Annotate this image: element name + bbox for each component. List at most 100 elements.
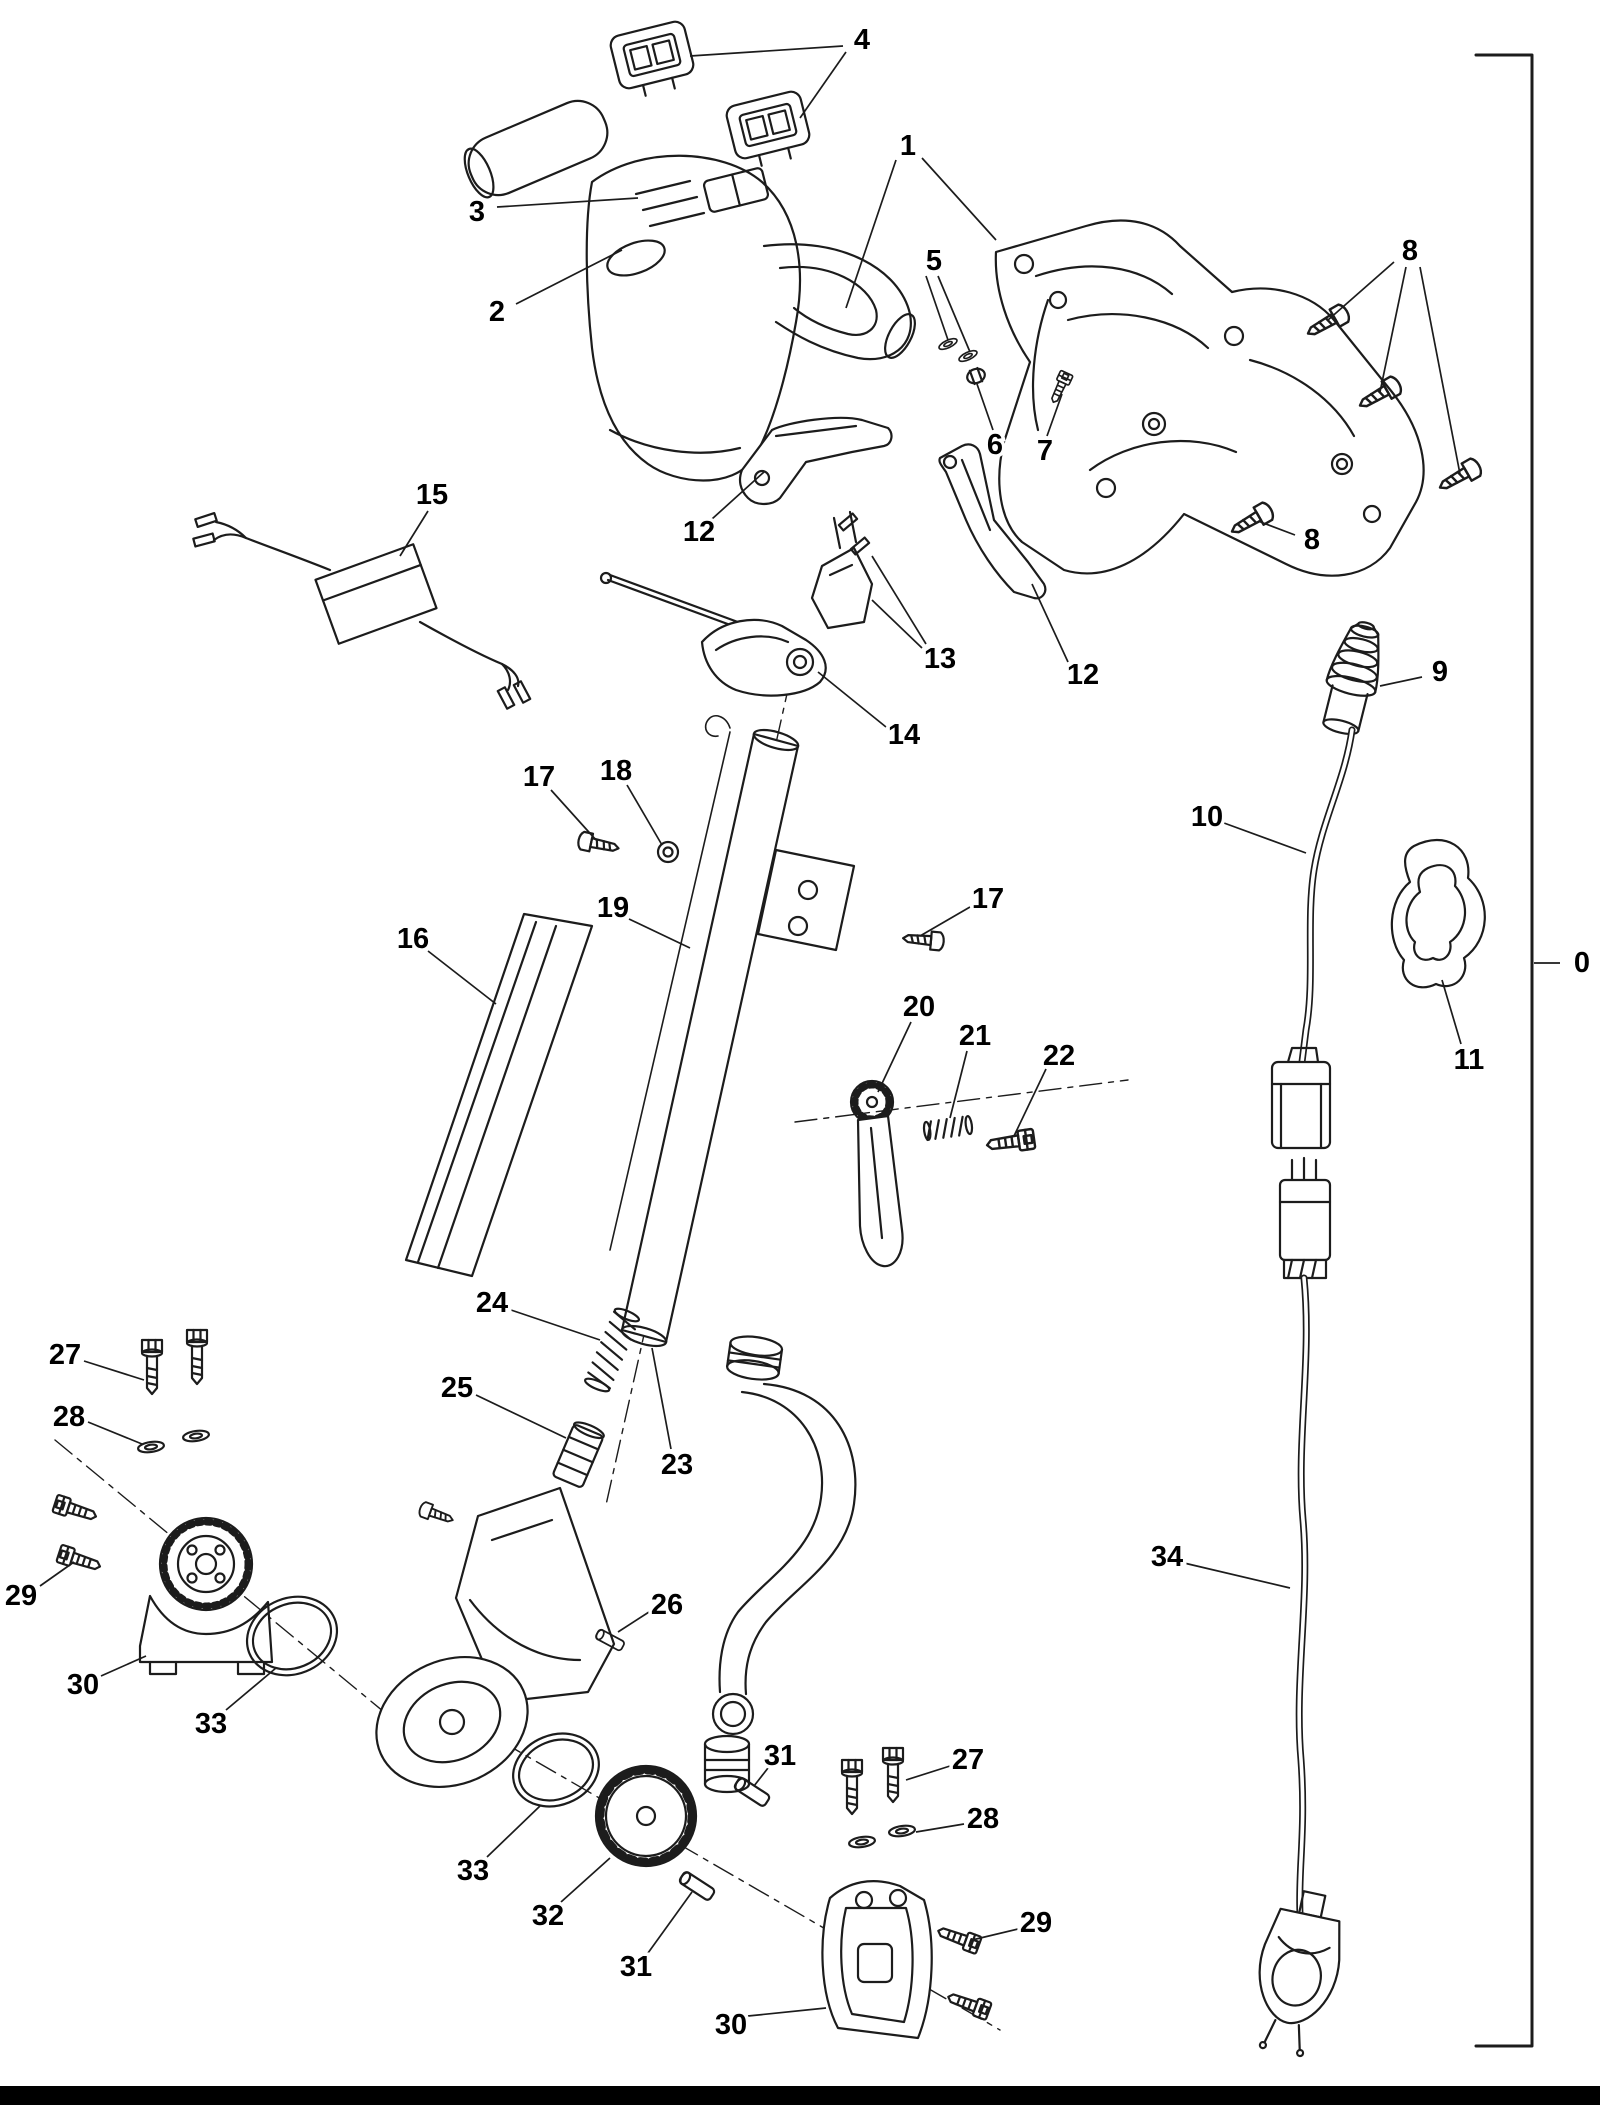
leader-line-5 — [937, 275, 971, 353]
part-24-spring — [583, 1307, 641, 1393]
part-23-lower-housing — [375, 1486, 616, 1789]
leader-line-4 — [799, 51, 847, 119]
callout-21: 21 — [959, 1020, 991, 1052]
leader-line-22 — [1013, 1068, 1047, 1137]
leader-line-4 — [689, 45, 844, 57]
leader-line-10 — [1223, 822, 1307, 854]
leader-line-24 — [510, 1309, 601, 1341]
part-10-cable — [1270, 726, 1356, 1150]
callout-7: 7 — [1037, 435, 1053, 467]
callout-0: 0 — [1574, 947, 1590, 979]
leader-line-7 — [1046, 393, 1063, 437]
part-6-nut — [966, 366, 986, 386]
callout-12: 12 — [683, 516, 715, 548]
leader-line-11 — [1441, 979, 1462, 1045]
callout-15: 15 — [416, 479, 448, 511]
callout-17: 17 — [972, 883, 1004, 915]
callout-24: 24 — [476, 1287, 508, 1319]
callout-23: 23 — [661, 1449, 693, 1481]
part-12-lever-left — [738, 416, 893, 506]
leader-line-23 — [651, 1347, 672, 1450]
leader-line-12 — [711, 471, 765, 520]
part-29-screw-1 — [51, 1493, 100, 1527]
leader-line-19 — [628, 918, 691, 949]
callout-33: 33 — [457, 1855, 489, 1887]
leader-line-25 — [475, 1394, 567, 1439]
callout-16: 16 — [397, 923, 429, 955]
callout-3: 3 — [469, 196, 485, 228]
part-9-boot — [1322, 621, 1380, 736]
part-19-shaft-tube — [609, 715, 856, 1348]
part-23-screw — [416, 1500, 457, 1529]
leader-line-3 — [496, 197, 639, 208]
part-30-bracket-2 — [821, 1880, 933, 2040]
leader-line-8 — [1257, 520, 1296, 536]
callout-30: 30 — [715, 2009, 747, 2041]
callout-30: 30 — [67, 1669, 99, 1701]
callout-11: 11 — [1454, 1044, 1485, 1076]
callout-18: 18 — [600, 755, 632, 787]
leader-line-27 — [905, 1765, 951, 1781]
part-27-bolt-2 — [185, 1328, 209, 1386]
callout-12: 12 — [1067, 659, 1099, 691]
leader-line-5 — [925, 275, 949, 341]
part-2-handle-housing — [585, 154, 916, 482]
callout-9: 9 — [1432, 656, 1448, 688]
part-14-bracket — [599, 571, 827, 697]
leader-line-9 — [1379, 676, 1423, 687]
callout-25: 25 — [441, 1372, 473, 1404]
leader-line-29 — [971, 1928, 1019, 1941]
callout-1: 1 — [900, 130, 916, 162]
callout-32: 32 — [532, 1900, 564, 1932]
leader-line-13 — [871, 599, 923, 649]
part-18-nut — [656, 840, 680, 864]
leader-line-33 — [225, 1667, 277, 1711]
leader-line-33 — [486, 1805, 541, 1858]
leader-line-30 — [100, 1655, 147, 1677]
part-28-washer-1 — [136, 1439, 166, 1455]
callout-29: 29 — [1020, 1907, 1052, 1939]
part-17-screw-2 — [901, 928, 946, 952]
footer-bar — [0, 2086, 1600, 2105]
part-33-oring-2 — [512, 1732, 600, 1808]
callout-34: 34 — [1151, 1541, 1183, 1573]
hose-assembly — [703, 1335, 857, 1794]
callout-28: 28 — [967, 1803, 999, 1835]
callout-5: 5 — [926, 245, 942, 277]
leader-line-1 — [921, 157, 997, 241]
part-33-oring-1 — [245, 1595, 339, 1677]
part-17-screw-1 — [575, 829, 622, 859]
part-31-pin-1 — [732, 1775, 772, 1809]
callout-31: 31 — [620, 1951, 652, 1983]
leader-line-1 — [845, 159, 897, 309]
part-8-screw-3 — [1433, 455, 1485, 498]
leader-line-26 — [617, 1611, 650, 1633]
callout-17: 17 — [523, 761, 555, 793]
part-15-wiring-module — [192, 512, 532, 710]
leader-line-8 — [1327, 261, 1395, 321]
leader-line-30 — [747, 2007, 827, 2017]
part-28-washer-2 — [181, 1428, 211, 1444]
part-30-pulley-bracket — [138, 1516, 274, 1676]
leader-line-8 — [1419, 266, 1461, 475]
callout-28: 28 — [53, 1401, 85, 1433]
part-27-bolt-1 — [140, 1338, 164, 1396]
part-21-spring — [922, 1115, 974, 1142]
callout-10: 10 — [1191, 801, 1223, 833]
leader-line-2 — [515, 249, 623, 305]
part-16-shaft-cover — [404, 912, 594, 1278]
part-28-washer-3 — [847, 1834, 877, 1850]
leader-line-21 — [949, 1050, 968, 1119]
callout-26: 26 — [651, 1589, 683, 1621]
part-3-grip-tube — [463, 99, 609, 199]
callout-14: 14 — [888, 719, 920, 751]
leader-line-28 — [915, 1823, 965, 1833]
part-25-coupler — [552, 1421, 605, 1488]
leader-line-15 — [399, 510, 429, 557]
leader-line-29 — [39, 1561, 75, 1587]
callout-6: 6 — [987, 429, 1003, 461]
callout-8: 8 — [1402, 235, 1418, 267]
